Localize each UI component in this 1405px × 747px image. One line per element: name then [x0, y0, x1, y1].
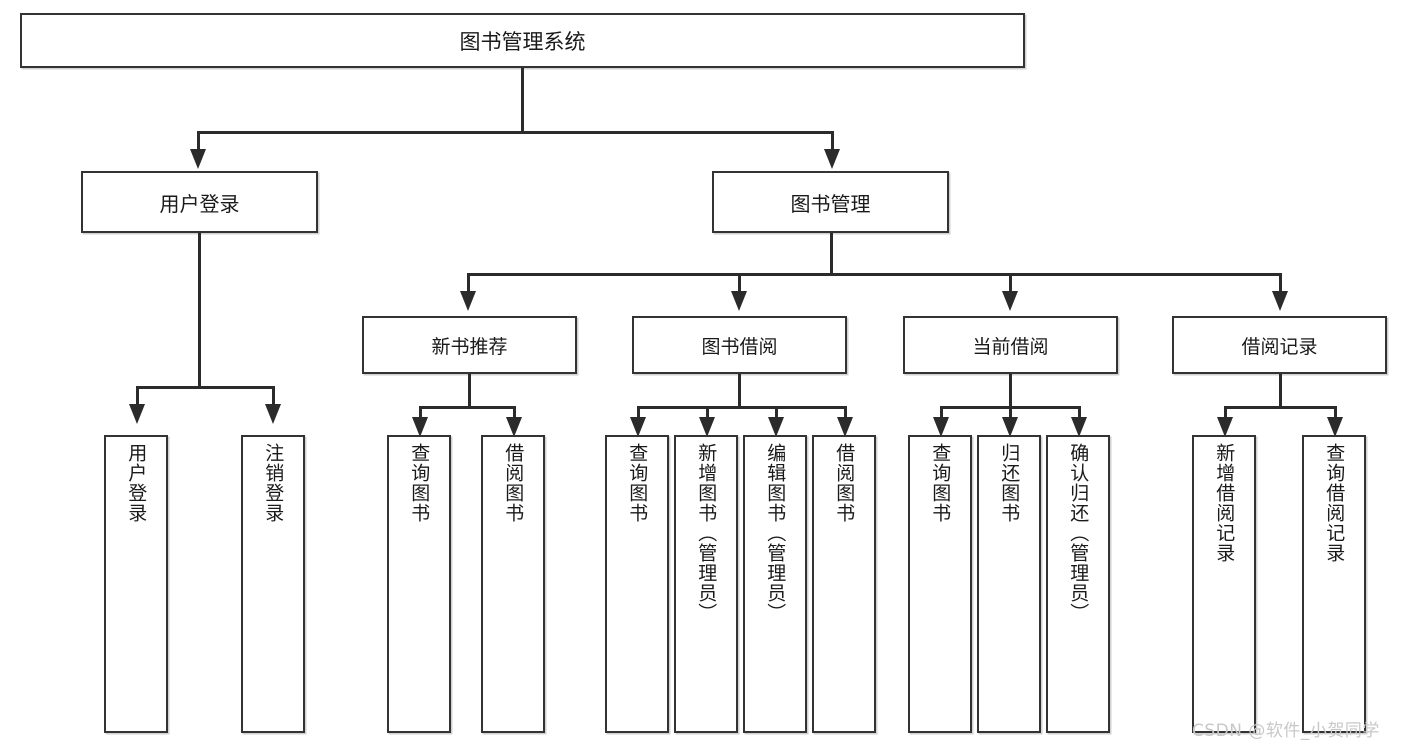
connector-root-stem — [521, 68, 524, 132]
node-borrow-record[interactable]: 借阅记录 — [1172, 316, 1387, 374]
leaf-confirm-return[interactable]: 确认归还（管理员） — [1046, 435, 1110, 733]
connector-book-borrow-drop-1 — [637, 406, 640, 420]
node-label: 图书借阅 — [701, 335, 778, 358]
leaf-edit-book[interactable]: 编辑图书（管理员） — [743, 435, 807, 733]
node-book-manage[interactable]: 图书管理 — [712, 171, 949, 233]
arrow-root-to-user-login — [190, 149, 206, 169]
arrow-borrow-record-leaf-1 — [1217, 417, 1233, 437]
connector-book-manage-drop-1 — [467, 273, 470, 293]
connector-new-book-recommend-drop-1 — [419, 406, 422, 420]
node-label: 图书管理 — [790, 191, 871, 216]
node-label: 借阅图书 — [502, 443, 525, 523]
node-root-system[interactable]: 图书管理系统 — [20, 13, 1025, 68]
node-user-login[interactable]: 用户登录 — [81, 171, 318, 233]
connector-user-login-drop-1 — [136, 386, 139, 406]
node-label: 注销登录 — [262, 443, 285, 523]
arrow-book-borrow-leaf-1 — [630, 417, 646, 437]
connector-book-borrow-drop-3 — [775, 406, 778, 420]
connector-user-login-stem — [198, 233, 201, 388]
arrow-root-to-book-manage — [824, 149, 840, 169]
arrow-current-borrow-leaf-3 — [1071, 417, 1087, 437]
connector-user-login-drop-2 — [272, 386, 275, 406]
node-new-book-recommend[interactable]: 新书推荐 — [362, 316, 577, 374]
node-label: 查询图书 — [929, 443, 952, 523]
node-label: 当前借阅 — [972, 335, 1049, 358]
leaf-borrow-book-2[interactable]: 借阅图书 — [812, 435, 876, 733]
arrow-current-borrow-leaf-2 — [1002, 417, 1018, 437]
node-label: 查询借阅记录 — [1323, 443, 1346, 563]
arrow-new-book-recommend-leaf-2 — [506, 417, 522, 437]
arrow-book-borrow-leaf-4 — [837, 417, 853, 437]
node-label: 借阅记录 — [1241, 335, 1318, 358]
connector-book-borrow-drop-2 — [706, 406, 709, 420]
connector-root-drop-book-manage — [831, 131, 834, 151]
node-label: 确认归还（管理员） — [1067, 443, 1090, 623]
arrow-user-login-leaf-1 — [129, 404, 145, 424]
connector-user-login-bus — [136, 386, 274, 389]
connector-new-book-recommend-drop-2 — [513, 406, 516, 420]
connector-current-borrow-drop-1 — [940, 406, 943, 420]
arrow-borrow-record-leaf-2 — [1327, 417, 1343, 437]
connector-book-borrow-bus — [637, 406, 844, 409]
leaf-return-book[interactable]: 归还图书 — [977, 435, 1041, 733]
csdn-watermark: CSDN @软件_小贺同学 — [1192, 721, 1380, 741]
connector-book-manage-drop-2 — [738, 273, 741, 293]
node-label: 图书管理系统 — [459, 29, 586, 54]
node-label: 新书推荐 — [431, 335, 508, 358]
connector-book-borrow-drop-4 — [844, 406, 847, 420]
node-book-borrow[interactable]: 图书借阅 — [632, 316, 847, 374]
node-label: 新增借阅记录 — [1213, 443, 1236, 563]
connector-root-drop-user-login — [197, 131, 200, 151]
connector-new-book-recommend-bus — [419, 406, 515, 409]
node-label: 新增图书（管理员） — [695, 443, 718, 623]
connector-book-manage-stem — [830, 233, 833, 275]
node-label: 借阅图书 — [833, 443, 856, 523]
node-label: 用户登录 — [125, 443, 148, 523]
node-label: 用户登录 — [159, 191, 240, 216]
node-current-borrow[interactable]: 当前借阅 — [903, 316, 1118, 374]
leaf-query-book-3[interactable]: 查询图书 — [908, 435, 972, 733]
leaf-query-book-2[interactable]: 查询图书 — [605, 435, 669, 733]
node-label: 查询图书 — [408, 443, 431, 523]
leaf-user-login[interactable]: 用户登录 — [104, 435, 168, 733]
node-label: 查询图书 — [626, 443, 649, 523]
leaf-borrow-book-1[interactable]: 借阅图书 — [481, 435, 545, 733]
connector-book-manage-bus — [467, 273, 1281, 276]
connector-root-bus — [197, 131, 833, 134]
connector-current-borrow-stem — [1009, 374, 1012, 408]
arrow-book-manage-to-borrow-record — [1272, 291, 1288, 311]
node-label: 编辑图书（管理员） — [764, 443, 787, 623]
connector-borrow-record-drop-2 — [1334, 406, 1337, 420]
arrow-book-borrow-leaf-2 — [699, 417, 715, 437]
arrow-user-login-leaf-2 — [265, 404, 281, 424]
connector-borrow-record-drop-1 — [1224, 406, 1227, 420]
leaf-add-record[interactable]: 新增借阅记录 — [1192, 435, 1256, 733]
arrow-book-manage-to-book-borrow — [731, 291, 747, 311]
connector-current-borrow-drop-3 — [1078, 406, 1081, 420]
leaf-logout[interactable]: 注销登录 — [241, 435, 305, 733]
arrow-current-borrow-leaf-1 — [933, 417, 949, 437]
connector-borrow-record-bus — [1224, 406, 1335, 409]
leaf-add-book[interactable]: 新增图书（管理员） — [674, 435, 738, 733]
leaf-query-book-1[interactable]: 查询图书 — [387, 435, 451, 733]
leaf-query-record[interactable]: 查询借阅记录 — [1302, 435, 1366, 733]
arrow-book-borrow-leaf-3 — [768, 417, 784, 437]
arrow-book-manage-to-new-book-recommend — [460, 291, 476, 311]
connector-new-book-recommend-stem — [468, 374, 471, 408]
connector-book-borrow-stem — [738, 374, 741, 408]
connector-book-manage-drop-3 — [1009, 273, 1012, 293]
arrow-book-manage-to-current-borrow — [1002, 291, 1018, 311]
arrow-new-book-recommend-leaf-1 — [412, 417, 428, 437]
connector-current-borrow-drop-2 — [1009, 406, 1012, 420]
connector-book-manage-drop-4 — [1279, 273, 1282, 293]
node-label: 归还图书 — [998, 443, 1021, 523]
connector-borrow-record-stem — [1279, 374, 1282, 408]
